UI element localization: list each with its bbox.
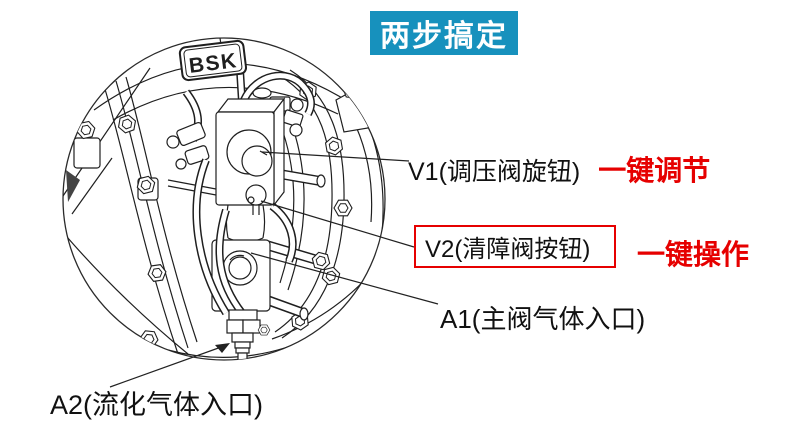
a2-leader-line (109, 345, 225, 388)
v1-callout-label: V1(调压阀旋钮) (408, 158, 581, 186)
a1-callout-label: A1(主阀气体入口) (440, 304, 646, 334)
v1-knob (226, 129, 273, 177)
v2-leader-line (260, 200, 415, 248)
v2-callout-box: V2(清障阀按钮) (414, 225, 616, 268)
title-banner: 两步搞定 (370, 11, 518, 55)
a2-callout-label: A2(流化气体入口) (50, 390, 264, 420)
v2-callout-label: V2(清障阀按钮) (425, 236, 591, 263)
v1-callout: V1(调压阀旋钮) 一键调节 (408, 149, 710, 189)
v1-action-text: 一键调节 (598, 155, 711, 186)
a2-fluidization-fitting (226, 309, 271, 360)
v1-leader-line (261, 151, 410, 162)
v2-push-button (245, 184, 267, 215)
leader-lines (109, 151, 439, 388)
v2-action-text: 一键操作 (637, 239, 750, 270)
bsk-badge: BSK (178, 39, 248, 82)
a1-leader-line (250, 252, 439, 305)
title-banner-label: 两步搞定 (380, 20, 508, 53)
a2-leader-arrowhead (215, 343, 230, 353)
